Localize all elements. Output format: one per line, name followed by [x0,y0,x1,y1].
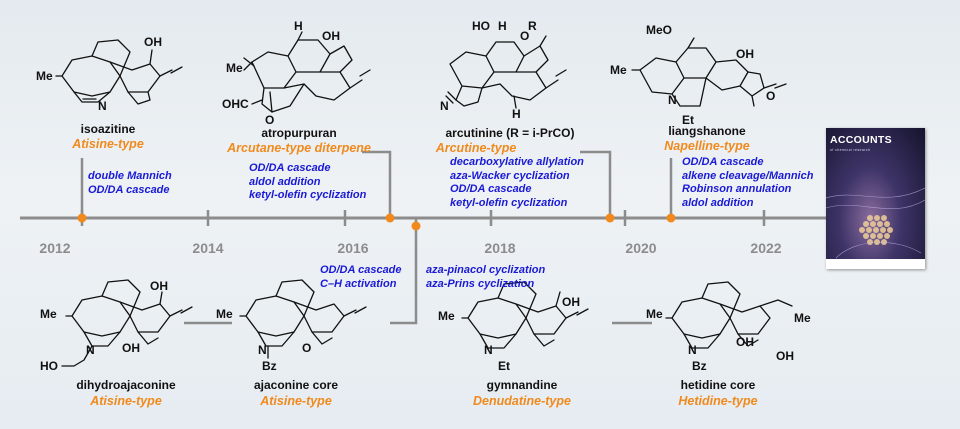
atropurpuran-name: atropurpuran [261,126,337,140]
journal-cover: ACCOUNTS of chemical research [826,128,925,269]
svg-text:R: R [528,19,537,33]
svg-text:OH: OH [736,47,754,61]
year-2022: 2022 [750,240,782,256]
svg-text:N: N [440,99,449,113]
timeline-axis [20,210,840,226]
svg-text:N: N [98,99,107,113]
svg-text:Me: Me [794,311,811,325]
cover-subtitle: of chemical research [830,148,871,152]
liangshanone-name: liangshanone [668,124,746,138]
svg-text:Bz: Bz [262,359,277,373]
svg-text:OH: OH [776,349,794,363]
cover-title: ACCOUNTS [830,134,892,146]
svg-text:O: O [520,29,529,43]
hetidine-core-structure [665,281,793,349]
svg-text:Et: Et [498,359,510,373]
svg-text:MeO: MeO [646,23,672,37]
gymnandine-type: Denudatine-type [473,394,571,408]
svg-text:O: O [265,113,274,127]
svg-text:O: O [766,89,775,103]
liangshanone-structure [631,37,787,107]
svg-text:OH: OH [322,29,340,43]
arcutinine-structure [445,35,567,109]
ajaconine-core-structure [239,279,367,359]
marker-isoazitine [77,213,87,223]
svg-text:HO: HO [472,19,490,33]
svg-text:O: O [302,341,311,355]
bottom-route-left: OD/DA cascade C–H activation [320,264,402,290]
svg-text:Me: Me [226,61,243,75]
liangshanone-type: Napelline-type [664,139,750,153]
svg-text:Me: Me [36,69,53,83]
marker-liangshanone [666,213,676,223]
hetidine-core-name: hetidine core [680,378,756,392]
ajaconine-core-type: Atisine-type [260,394,332,408]
bottom-route-right: aza-pinacol cyclization aza-Prins cycliz… [426,264,546,290]
marker-ajaconine [411,221,421,231]
gymnandine-name: gymnandine [486,378,558,392]
isoazitine-type: Atisine-type [72,137,144,151]
year-2014: 2014 [192,240,224,256]
svg-text:Bz: Bz [692,359,707,373]
atom-labels: Me OH N Me OHC O OH H H HO R O N H MeO M… [36,19,811,373]
year-2016: 2016 [337,240,369,256]
year-2012: 2012 [39,240,71,256]
svg-text:OHC: OHC [222,97,249,111]
hetidine-core-type: Hetidine-type [678,394,758,408]
dihydroajaconine-structure [61,279,193,367]
svg-text:H: H [294,19,303,33]
cover-art [826,187,925,259]
svg-text:OH: OH [562,295,580,309]
atropurpuran-type: Arcutane-type diterpene [227,141,371,155]
svg-text:N: N [484,343,493,357]
isoazitine-structure [55,39,183,105]
marker-atropurpuran [385,213,395,223]
atropurpuran-structure [243,31,371,113]
svg-text:Me: Me [610,63,627,77]
isoazitine-route: double Mannich OD/DA cascade [88,170,172,196]
arcutinine-type: Arcutine-type [435,141,517,155]
dihydroajaconine-name: dihydroajaconine [76,378,176,392]
svg-text:HO: HO [40,359,58,373]
isoazitine-name: isoazitine [80,122,136,136]
connectors [80,150,673,325]
arcutinine-name: arcutinine (R = i-PrCO) [445,126,575,140]
svg-text:N: N [668,93,677,107]
svg-text:Me: Me [646,307,663,321]
svg-text:Et: Et [682,113,694,127]
svg-text:H: H [498,19,507,33]
svg-text:Me: Me [438,309,455,323]
svg-text:N: N [86,343,95,357]
marker-arcutinine [605,213,615,223]
svg-text:Me: Me [40,307,57,321]
svg-text:N: N [688,343,697,357]
year-2018: 2018 [484,240,516,256]
svg-text:Me: Me [216,307,233,321]
ajaconine-core-name: ajaconine core [253,378,339,392]
svg-text:OH: OH [150,279,168,293]
svg-text:N: N [258,343,267,357]
svg-text:H: H [512,107,521,121]
liangshanone-route: OD/DA cascade alkene cleavage/Mannich Ro… [682,156,814,209]
svg-text:OH: OH [736,335,754,349]
svg-text:OH: OH [122,341,140,355]
event-markers [77,213,676,231]
svg-text:OH: OH [144,35,162,49]
year-2020: 2020 [625,240,657,256]
cover-footer [826,259,925,269]
gymnandine-structure [461,281,589,349]
arcutinine-route: decarboxylative allylation aza-Wacker cy… [450,156,584,209]
atropurpuran-route: OD/DA cascade aldol addition ketyl-olefi… [249,162,367,202]
dihydroajaconine-type: Atisine-type [90,394,162,408]
